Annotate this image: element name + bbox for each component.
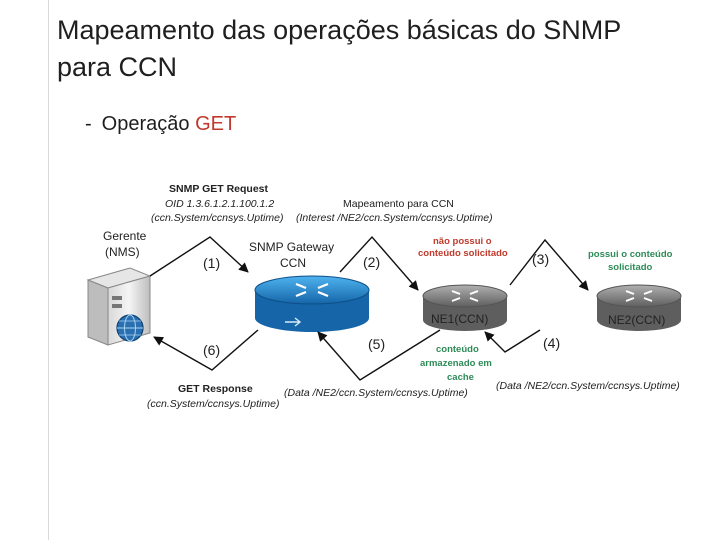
cache-label-2: armazenado em: [420, 358, 492, 369]
no-content-label-2: conteúdo solicitado: [418, 248, 508, 259]
response-title: GET Response: [178, 383, 253, 395]
router-gray-icon: [422, 284, 508, 331]
arrow-step-5: [317, 329, 441, 381]
step-4-label: (4): [543, 335, 561, 351]
left-rule: [48, 0, 49, 540]
has-content-label-2: solicitado: [608, 262, 653, 273]
title-line-1: Mapeamento das operações básicas do SNMP: [57, 15, 622, 45]
manager-sub-label: (NMS): [105, 245, 140, 259]
server-icon: [86, 267, 152, 346]
arrow-step-2: [339, 235, 419, 291]
arrow-step-4: [484, 329, 541, 353]
router-gray-icon: [596, 284, 682, 331]
router-icon: [254, 275, 370, 332]
gateway-label-1: SNMP Gateway: [249, 240, 335, 254]
arrow-step-3: [509, 238, 589, 291]
request-oid: OID 1.3.6.1.2.1.100.1.2: [165, 198, 275, 210]
step-1-label: (1): [203, 255, 221, 271]
request-title: SNMP GET Request: [169, 183, 268, 195]
no-content-label-1: não possui o: [433, 236, 492, 247]
has-content-label-1: possui o conteúdo: [588, 249, 673, 260]
response-name: (ccn.System/ccnsys.Uptime): [147, 398, 280, 410]
step-3-label: (3): [532, 251, 550, 267]
mapping-interest: (Interest /NE2/ccn.System/ccnsys.Uptime): [296, 212, 493, 224]
cache-label-1: conteúdo: [436, 344, 479, 355]
data-label-1: (Data /NE2/ccn.System/ccnsys.Uptime): [284, 387, 468, 399]
slide-title: Mapeamento das operações básicas do SNMP…: [57, 12, 697, 86]
cache-label-3: cache: [447, 372, 474, 383]
arrow-step-6: [153, 329, 259, 371]
ne1-label: NE1(CCN): [431, 312, 489, 326]
mapping-title: Mapeamento para CCN: [343, 198, 454, 210]
step-6-label: (6): [203, 342, 221, 358]
data-label-2: (Data /NE2/ccn.System/ccnsys.Uptime): [496, 380, 680, 392]
request-name: (ccn.System/ccnsys.Uptime): [151, 212, 284, 224]
step-2-label: (2): [363, 254, 381, 270]
gateway-label-2: CCN: [280, 256, 306, 270]
ne2-label: NE2(CCN): [608, 313, 666, 327]
arrow-step-1: [149, 236, 249, 277]
step-5-label: (5): [368, 336, 386, 352]
manager-label: Gerente: [103, 229, 147, 243]
bullet-operation: -Operação GET: [85, 113, 236, 136]
title-line-2: para CCN: [57, 52, 178, 82]
bullet-dash: -: [85, 113, 92, 135]
bullet-highlight: GET: [195, 113, 237, 135]
bullet-text: Operação: [101, 113, 196, 135]
